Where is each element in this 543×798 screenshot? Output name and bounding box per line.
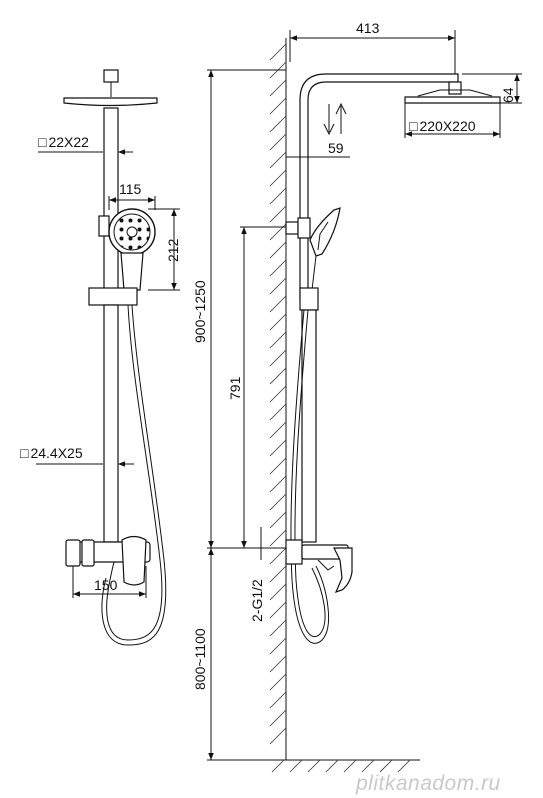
side-view: 413 64 □220X220 59	[192, 20, 522, 773]
hand-shower-handle	[120, 252, 144, 291]
wall-offset-label: 59	[328, 140, 344, 156]
slider-block	[88, 287, 138, 306]
watermark: plitkanadom.ru	[355, 772, 501, 795]
up-down-arrows-icon	[323, 102, 347, 136]
riser-rail-side	[301, 309, 317, 543]
head-square-label: □220X220	[409, 118, 476, 134]
hand-shower-bracket	[98, 215, 110, 237]
hose-side	[290, 309, 330, 644]
mixer-body-side	[285, 539, 303, 565]
handshower-width-label: 115	[119, 181, 142, 197]
ceiling-cap-front	[103, 69, 119, 83]
wall-bracket-side	[285, 221, 299, 235]
hose-front	[106, 304, 163, 641]
front-view: □22X22 115 212 □24.4X25	[20, 69, 181, 646]
slider-height-label: 791	[227, 376, 243, 400]
total-height-label: 900~1250	[192, 280, 208, 343]
wall-section	[269, 38, 287, 760]
top-pipe-front	[103, 107, 119, 291]
mixer-lever-side	[333, 547, 353, 593]
arm-length-label: 413	[356, 20, 380, 36]
riser-rail-front	[103, 304, 119, 543]
slider-side	[299, 287, 319, 311]
pipe-square-label: □22X22	[38, 134, 89, 150]
rail-square-label: □24.4X25	[20, 445, 83, 461]
mixer-width-label: 150	[94, 577, 118, 593]
mixer-lever-front	[121, 535, 147, 586]
shower-arm-side	[299, 73, 459, 301]
mount-height-label: 800~1100	[192, 628, 208, 690]
rain-head-side	[404, 96, 501, 104]
rain-head-front	[63, 97, 158, 107]
head-height-label: 64	[500, 87, 516, 103]
inlet-label: 2-G1/2	[249, 579, 265, 622]
handshower-height-label: 212	[165, 238, 181, 262]
floor-section	[268, 759, 420, 773]
hand-shower-side	[309, 207, 341, 257]
